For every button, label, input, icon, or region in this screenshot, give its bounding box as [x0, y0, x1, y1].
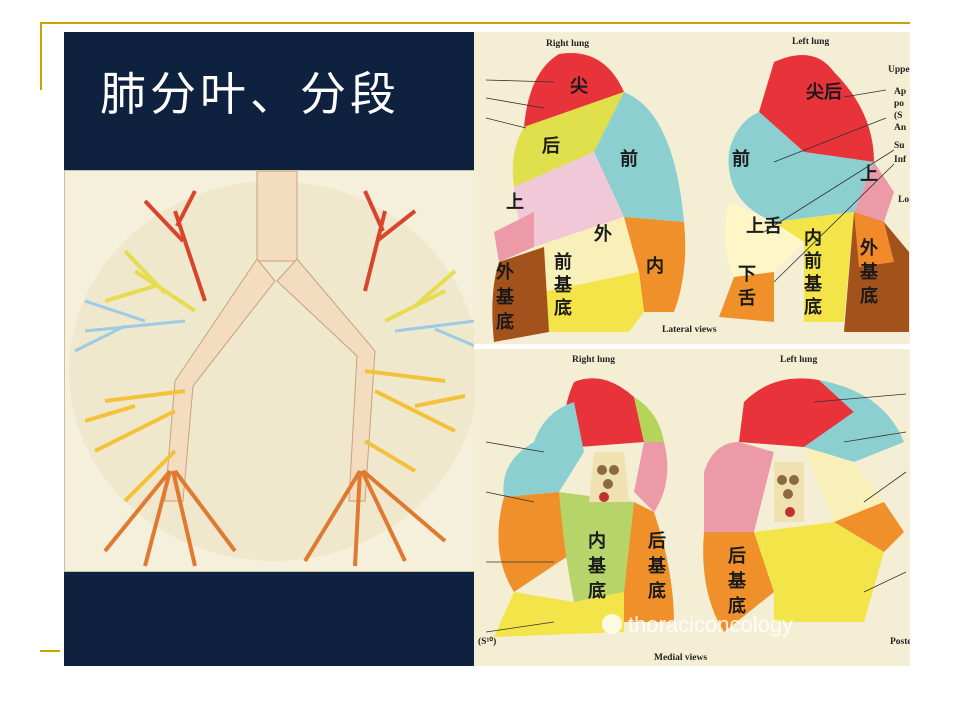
seg-ll-inf-lingular-2: 舌: [738, 287, 756, 309]
seg-rm-medial-basal-1: 内: [588, 530, 606, 552]
lateral-edge-label-5: An: [894, 123, 907, 133]
seg-rm-post-basal-2: 基: [647, 555, 667, 577]
seg-ll-apicoposterior: 尖后: [806, 81, 842, 103]
lateral-right-lung-label: Right lung: [546, 39, 589, 49]
seg-lm-post-basal-2: 基: [727, 570, 747, 592]
medial-left-lung-label: Left lung: [780, 355, 817, 365]
seg-rl-anterior: 前: [620, 148, 638, 170]
seg-ll-sup-lingular: 上舌: [746, 215, 782, 237]
lung-segments-drawing: Right lung Left lung 尖 后 前: [474, 37, 910, 663]
lateral-edge-label-4: (S: [894, 110, 902, 121]
medial-right-lung-label: Right lung: [572, 355, 615, 365]
seg-ll-ant-basal-3: 底: [804, 296, 822, 318]
seg-rl-apical: 尖: [570, 75, 588, 97]
seg-ll-anterior: 前: [732, 148, 750, 170]
seg-rm-post-basal-3: 底: [648, 580, 666, 602]
lung-segments-figure: Right lung Left lung 尖 后 前: [474, 32, 910, 666]
seg-rl-ant-basal-1: 前: [554, 251, 572, 273]
frame-top-line: [40, 22, 910, 24]
seg-ll-superior: 上: [860, 164, 878, 185]
seg-rm-post-basal-1: 后: [648, 531, 666, 552]
medial-views-caption: Medial views: [654, 653, 707, 663]
seg-rl-lat-basal-3: 底: [496, 311, 514, 333]
seg-ll-medial: 内: [804, 227, 822, 249]
lateral-left-lung-label: Left lung: [792, 37, 829, 47]
seg-lm-post-basal-3: 底: [728, 595, 746, 617]
frame-left-line: [40, 22, 42, 90]
seg-ll-lat-basal-2: 基: [859, 261, 879, 283]
seg-ll-ant-basal-1: 前: [804, 250, 822, 272]
seg-rl-medial: 内: [646, 255, 664, 277]
seg-ll-inf-lingular-1: 下: [738, 264, 756, 285]
seg-rl-ant-basal-2: 基: [553, 274, 573, 296]
seg-rm-medial-basal-2: 基: [587, 555, 607, 577]
seg-rl-lat-basal-2: 基: [495, 286, 515, 308]
seg-rl-posterior: 后: [542, 136, 560, 157]
frame-bottom-line: [40, 650, 60, 652]
lateral-edge-label-6: Su: [894, 141, 905, 151]
seg-ll-lat-basal-1: 外: [860, 237, 878, 259]
medial-edge-label-1: (S¹⁰): [478, 636, 496, 647]
right-lung-lateral: [492, 53, 686, 342]
left-lung-medial: [703, 378, 904, 632]
seg-rl-ant-basal-3: 底: [554, 297, 572, 319]
seg-rm-medial-basal-3: 底: [588, 580, 606, 602]
watermark-text: thoraciconcology: [628, 612, 793, 637]
seg-ll-ant-basal-2: 基: [803, 273, 823, 295]
watermark: thoraciconcology: [602, 612, 793, 637]
seg-rl-upper: 上: [506, 192, 524, 213]
lateral-edge-label-8: Lo: [898, 195, 909, 205]
lateral-edge-label-1: Uppe: [888, 65, 910, 75]
wechat-icon: [602, 614, 622, 634]
lateral-edge-label-7: Inf: [894, 155, 907, 165]
seg-rl-lat-basal-1: 外: [496, 261, 514, 283]
lateral-views-caption: Lateral views: [662, 325, 717, 335]
bronchial-tree-drawing: [69, 171, 479, 567]
lateral-edge-label-2: Ap: [894, 87, 906, 97]
seg-ll-lat-basal-3: 底: [860, 285, 878, 307]
left-lung-lateral: [719, 54, 909, 332]
right-lung-medial: [494, 378, 674, 637]
seg-rl-lateral: 外: [594, 223, 612, 245]
seg-lm-post-basal-1: 后: [728, 546, 746, 567]
lateral-edge-label-3: po: [894, 99, 904, 109]
slide-title: 肺分叶、分段: [100, 67, 400, 121]
bronchial-tree-figure: [64, 170, 482, 572]
medial-edge-label-2: Poste: [890, 637, 910, 647]
